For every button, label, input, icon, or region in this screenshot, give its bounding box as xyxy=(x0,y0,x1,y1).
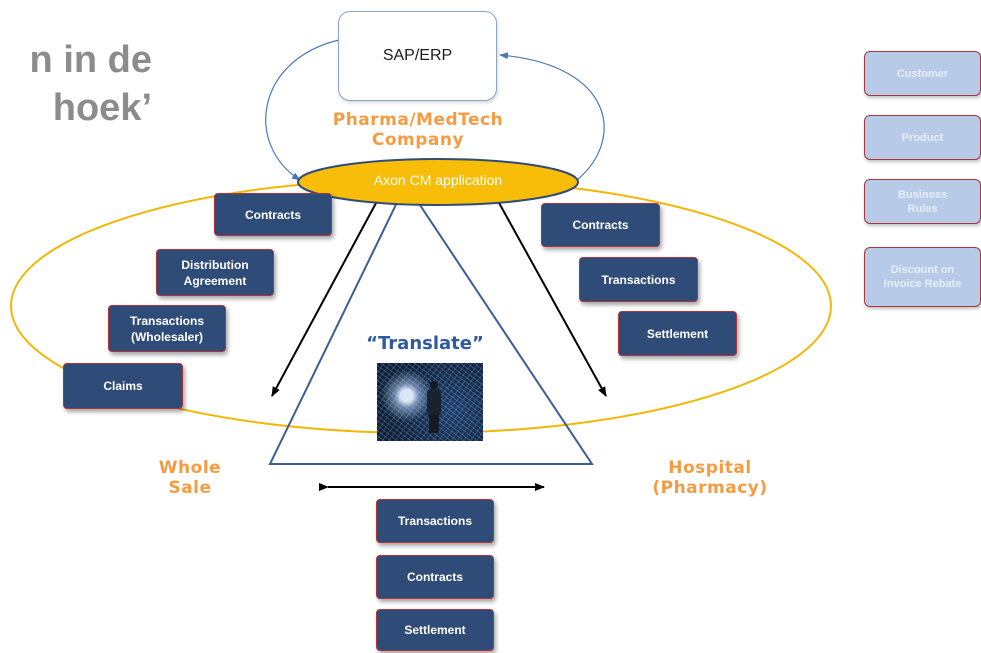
right-box-settlement-label: Settlement xyxy=(646,326,709,341)
wholesale-label-line1: Whole xyxy=(158,458,222,478)
axon-cm-ellipse xyxy=(297,158,579,206)
translate-triangle xyxy=(268,181,594,465)
bottom-box-contracts-label: Contracts xyxy=(406,570,463,584)
left-box-claims-label: Claims xyxy=(103,379,143,393)
left-box-transactions-wholesaler: Transactions (Wholesaler) xyxy=(108,305,226,352)
company-label-line2: Company xyxy=(371,130,465,150)
person-figure xyxy=(427,381,441,433)
left-box-distribution-agreement: Distribution Agreement xyxy=(156,249,274,296)
left-box-claims: Claims xyxy=(63,363,183,409)
bottom-box-settlement: Settlement xyxy=(376,609,494,651)
bottom-box-transactions: Transactions xyxy=(376,499,494,543)
side-box-customer: Customer xyxy=(864,51,981,96)
title-line-2: hoek’ xyxy=(52,87,152,129)
left-box-transactions-label: Transactions (Wholesaler) xyxy=(129,313,205,344)
axon-cm-label: Axon CM application xyxy=(373,172,503,188)
translate-label: “Translate” xyxy=(366,333,484,354)
side-box-discount-label: Discount on Invoice Rebate xyxy=(883,264,962,290)
left-box-distribution-label: Distribution Agreement xyxy=(181,257,249,288)
right-box-contracts: Contracts xyxy=(541,203,660,247)
sap-erp-box: SAP/ERP xyxy=(338,11,497,101)
axon-to-hospital-arrow xyxy=(492,191,607,397)
side-box-discount-rebate: Discount on Invoice Rebate xyxy=(864,247,981,307)
wholesale-label: Whole Sale xyxy=(130,458,250,498)
bottom-box-contracts: Contracts xyxy=(376,555,494,599)
translate-photo xyxy=(377,363,483,441)
axon-to-wholesale-arrow xyxy=(271,189,384,397)
side-box-business-rules: Business Rules xyxy=(864,179,981,224)
company-label-line1: Pharma/MedTech xyxy=(332,110,504,130)
hospital-label: Hospital (Pharmacy) xyxy=(630,458,790,498)
side-box-business-rules-label: Business Rules xyxy=(898,188,947,215)
axon-to-erp-arrow xyxy=(499,52,605,181)
bottom-box-settlement-label: Settlement xyxy=(404,623,466,637)
left-box-contracts: Contracts xyxy=(214,193,332,236)
title-line-1: n in de xyxy=(29,39,152,81)
left-box-contracts-label: Contracts xyxy=(244,207,301,222)
right-box-transactions-label: Transactions xyxy=(601,272,676,287)
erp-to-axon-arrow xyxy=(265,39,340,181)
side-box-product-label: Product xyxy=(901,131,944,144)
side-box-product: Product xyxy=(864,115,981,160)
sap-erp-label: SAP/ERP xyxy=(382,47,453,64)
wholesale-label-line2: Sale xyxy=(168,478,212,498)
bottom-box-transactions-label: Transactions xyxy=(397,514,473,528)
company-label: Pharma/MedTech Company xyxy=(318,110,518,150)
side-box-customer-label: Customer xyxy=(896,67,949,80)
right-box-transactions: Transactions xyxy=(579,257,698,302)
hospital-label-line1: Hospital xyxy=(668,458,752,478)
right-box-settlement: Settlement xyxy=(618,311,737,356)
right-box-contracts-label: Contracts xyxy=(572,218,629,232)
hospital-label-line2: (Pharmacy) xyxy=(652,478,768,498)
